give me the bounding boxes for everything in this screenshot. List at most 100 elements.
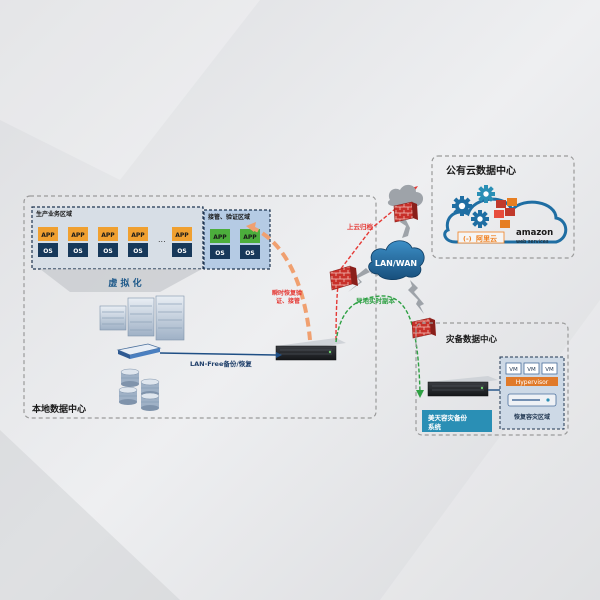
database-cylinder — [120, 368, 140, 387]
app-block — [210, 229, 230, 243]
recovery-zone-label: 恢复容灾区域 — [514, 413, 550, 421]
app-label: APP — [243, 234, 257, 241]
bg-facet — [0, 430, 180, 600]
app-block — [240, 229, 260, 243]
verify-app-stacks: APP OS APP OS — [210, 229, 260, 259]
internet-cloud-icon — [387, 184, 424, 206]
firewall-icon — [329, 265, 358, 291]
os-block — [210, 245, 230, 259]
dr-center-frame — [415, 322, 569, 436]
app-label: APP — [175, 232, 189, 239]
os-label: OS — [103, 248, 112, 255]
lan-free-arrowhead — [276, 352, 282, 358]
app-block — [38, 227, 58, 241]
verify-app-os-stack: APP OS — [240, 229, 260, 259]
aliyun-bracket-icon: (-) — [463, 235, 472, 243]
production-zone-title: 生产业务区域 — [36, 210, 72, 218]
lan-free-label: LAN-Free备份/恢复 — [190, 359, 252, 368]
switch-icon — [116, 343, 162, 359]
app-block — [68, 227, 88, 241]
app-block — [128, 227, 148, 241]
verify-zone-title: 接管、验证区域 — [207, 213, 250, 221]
app-os-stack: APP OS — [172, 227, 192, 257]
vm-box: VM — [541, 362, 558, 375]
os-block — [128, 243, 148, 257]
storage-blocks-icon — [494, 198, 517, 228]
dr-system-label-line2: 系统 — [428, 422, 442, 431]
database-icon — [118, 368, 160, 411]
cloud-archive-path — [335, 204, 401, 341]
lan-wan-label: LAN/WAN — [375, 259, 417, 268]
instant-recovery-path — [249, 225, 312, 341]
instant-recovery-label-line2: 证、接管 — [276, 297, 300, 305]
virtualization-label: 虚 拟 化 — [108, 277, 141, 289]
vm-box: VM — [523, 362, 540, 375]
os-label: OS — [245, 250, 254, 257]
os-block — [68, 243, 88, 257]
app-block — [172, 227, 192, 241]
os-block — [240, 245, 260, 259]
gear — [477, 185, 495, 203]
app-os-stack: APP OS — [68, 227, 88, 257]
os-label: OS — [73, 248, 82, 255]
instant-recovery-arrowhead — [246, 222, 256, 232]
app-block — [98, 227, 118, 241]
vm-box: VM — [505, 362, 522, 375]
os-label: OS — [133, 248, 142, 255]
public-cloud-title: 公有云数据中心 — [446, 164, 516, 177]
firewall-icon — [393, 201, 418, 223]
offsite-copy-arrowhead — [416, 390, 424, 398]
bg-facet — [0, 0, 260, 180]
hypervisor-label: Hypervisor — [516, 379, 549, 386]
os-label: OS — [43, 248, 52, 255]
offsite-copy-label: 异地实时副本 — [356, 296, 396, 305]
wan-link-left — [348, 268, 380, 292]
dr-system-badge — [422, 410, 492, 432]
wan-link-right — [408, 280, 424, 314]
vm-label: VM — [509, 367, 518, 373]
public-cloud-frame — [431, 155, 575, 259]
production-ellipsis: ... — [158, 235, 166, 244]
amazon-label: amazon — [516, 228, 553, 238]
app-label: APP — [213, 234, 227, 241]
database-cylinder — [140, 392, 160, 411]
cloud-archive-label: 上云归档 — [347, 222, 374, 231]
appliance-led — [546, 398, 550, 402]
gear — [471, 210, 489, 228]
hypervisor-bar — [506, 377, 558, 386]
dr-center-title: 灾备数据中心 — [446, 334, 498, 345]
production-app-stacks: APP OS APP OS APP OS APP OS APP OS — [38, 227, 192, 257]
app-os-stack: APP OS — [98, 227, 118, 257]
instant-recovery-label-line1: 瞬时恢复验 — [272, 289, 302, 297]
os-block — [38, 243, 58, 257]
gear-icon — [452, 185, 495, 228]
local-dc-frame — [23, 195, 377, 419]
offsite-copy-path — [335, 295, 421, 393]
verify-app-os-stack: APP OS — [210, 229, 230, 259]
vm-label: VM — [527, 367, 536, 373]
os-block — [172, 243, 192, 257]
os-label: OS — [215, 250, 224, 257]
dr-system-label-line1: 美天容灾备份 — [428, 413, 468, 422]
app-label: APP — [41, 232, 55, 239]
vm-boxes: VM VM VM — [505, 362, 558, 375]
aws-label: web services — [516, 239, 549, 245]
gear — [452, 196, 472, 216]
database-cylinder — [118, 386, 138, 405]
aliyun-logo-box — [457, 231, 505, 244]
server-icon — [99, 295, 185, 341]
vm-label: VM — [545, 367, 554, 373]
app-label: APP — [101, 232, 115, 239]
aliyun-label: 阿里云 — [476, 234, 497, 243]
virtualization-fan — [40, 269, 202, 292]
local-dc-title: 本地数据中心 — [32, 403, 86, 415]
app-label: APP — [71, 232, 85, 239]
app-label: APP — [131, 232, 145, 239]
lan-free-arrow — [159, 352, 277, 356]
os-label: OS — [177, 248, 186, 255]
app-os-stack: APP OS — [128, 227, 148, 257]
rack-icon[interactable] — [427, 376, 498, 397]
app-os-stack: APP OS — [38, 227, 58, 257]
